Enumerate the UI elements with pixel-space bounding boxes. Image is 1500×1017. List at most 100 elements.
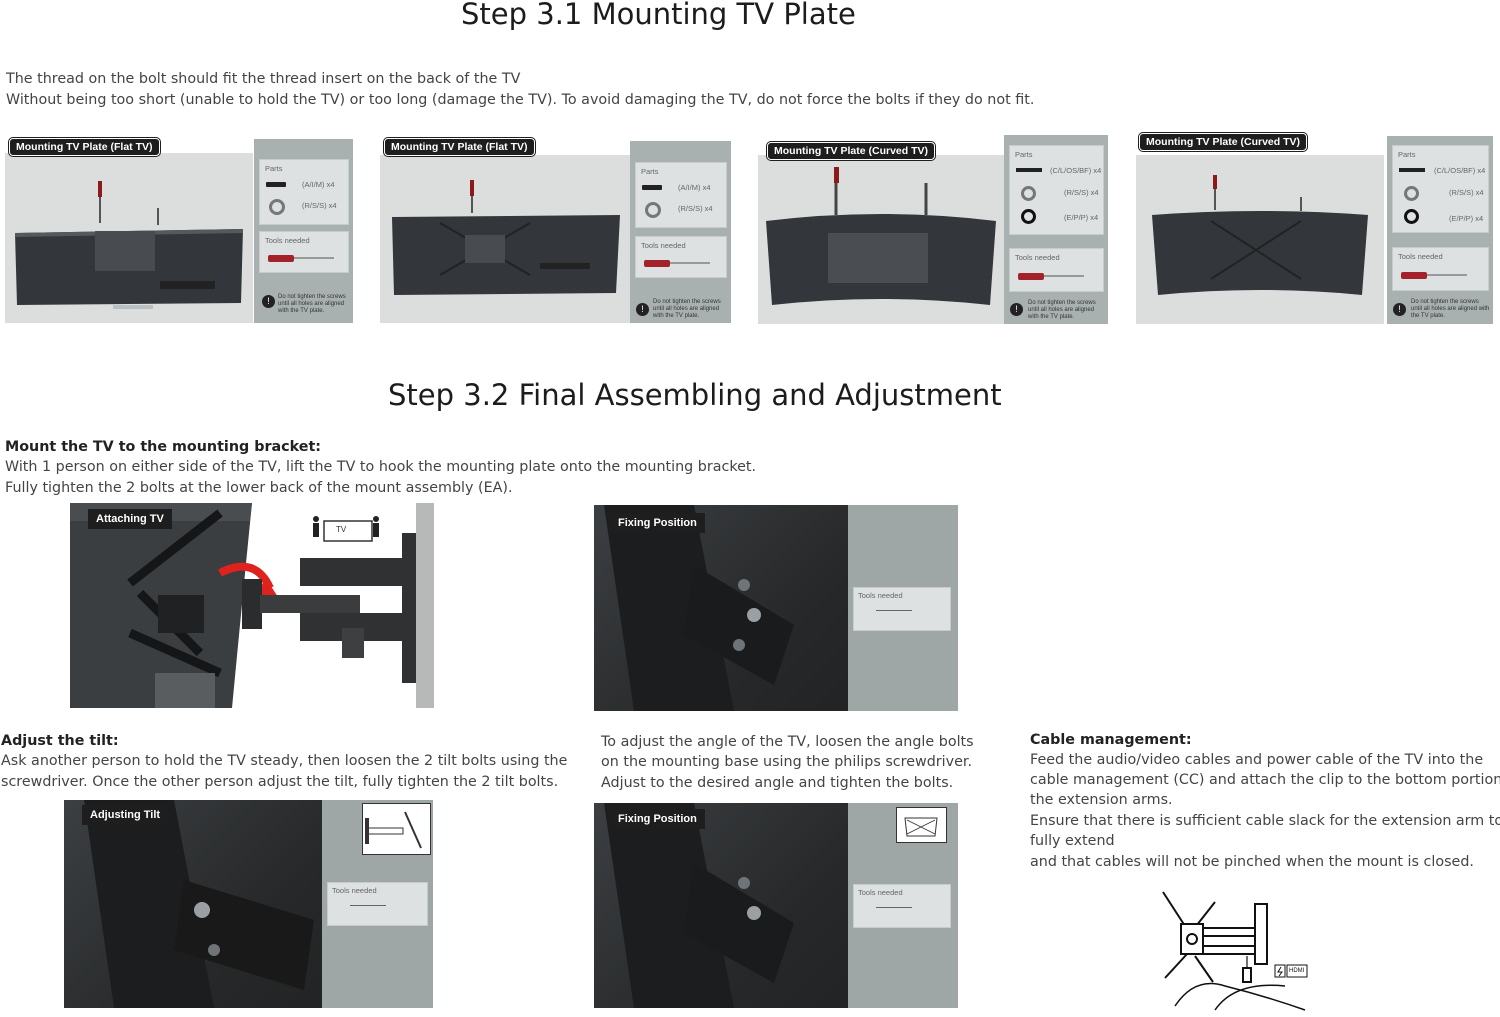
parts-card: Parts (C/L/OS/BF) x4 (R/S/S) x4 (E/P/P) … <box>1009 145 1104 235</box>
tilt-line-1: Ask another person to hold the TV steady… <box>1 753 568 769</box>
cable-line-5: fully extend <box>1030 833 1115 849</box>
cable-line-6: and that cables will not be pinched when… <box>1030 854 1474 870</box>
washer-icon <box>1404 186 1419 201</box>
tools-title: Tools needed <box>265 236 310 245</box>
tools-card: Tools needed <box>1392 247 1489 291</box>
nut-icon <box>1021 209 1036 224</box>
part-label: (A/I/M) x4 <box>302 180 335 189</box>
screwdriver-icon <box>876 907 912 908</box>
screwdriver-icon <box>1401 272 1427 279</box>
note-text: Do not tighten the screws until all hole… <box>1411 299 1490 319</box>
cable-diagram-illustration <box>1162 891 1308 1011</box>
tilt-diagram-icon <box>362 803 431 855</box>
panel-label: Mounting TV Plate (Curved TV) <box>1139 133 1307 151</box>
angle-line-2: on the mounting base using the philips s… <box>601 754 972 770</box>
screwdriver-icon <box>268 255 294 262</box>
parts-title: Parts <box>1398 150 1416 159</box>
fixing-position-image-1: Tools needed Fixing Position <box>594 505 958 711</box>
screwdriver-icon <box>644 260 670 267</box>
part-label: (C/L/OS/BF) x4 <box>1050 166 1102 175</box>
tools-card: Tools needed <box>853 587 951 631</box>
tools-card: Tools needed <box>327 882 428 926</box>
curved-tv-illustration <box>766 167 996 305</box>
angle-line-3: Adjust to the desired angle and tighten … <box>601 775 954 791</box>
warning-icon: ! <box>1010 303 1023 316</box>
tools-title: Tools needed <box>858 591 903 600</box>
warning-icon: ! <box>262 295 275 308</box>
cable-heading: Cable management: <box>1030 732 1192 748</box>
step-3-2-title: Step 3.2 Final Assembling and Adjustment <box>388 378 1002 412</box>
mounting-panel-curved-1: Parts (C/L/OS/BF) x4 (R/S/S) x4 (E/P/P) … <box>758 135 1110 324</box>
mounting-panel-curved-2: Parts (C/L/OS/BF) x4 (R/S/S) x4 (E/P/P) … <box>1136 133 1493 324</box>
intro-line-1: The thread on the bolt should fit the th… <box>6 71 521 87</box>
part-label: (E/P/P) x4 <box>1449 214 1484 223</box>
parts-card: Parts (A/I/M) x4 (R/S/S) x4 <box>259 159 349 225</box>
tools-card: Tools needed <box>853 884 951 928</box>
cable-line-1: Feed the audio/video cables and power ca… <box>1030 752 1484 768</box>
screwdriver-icon <box>876 610 912 611</box>
adjusting-tilt-image: Tools needed Adjusting Tilt <box>64 800 433 1008</box>
part-label: (R/S/S) x4 <box>1064 188 1099 197</box>
tilt-heading: Adjust the tilt: <box>1 733 119 749</box>
note-text: Do not tighten the screws until all hole… <box>278 294 346 314</box>
tools-title: Tools needed <box>641 241 686 250</box>
note-text: Do not tighten the screws until all hole… <box>653 299 721 319</box>
parts-card: Parts (C/L/OS/BF) x4 (R/S/S) x4 (E/P/P) … <box>1392 145 1489 233</box>
washer-icon <box>1021 186 1036 201</box>
bolt-icon <box>1399 168 1425 172</box>
tilt-photo <box>84 800 314 1008</box>
nut-icon <box>1404 209 1419 224</box>
tools-title: Tools needed <box>858 888 903 897</box>
step-3-1-title: Step 3.1 Mounting TV Plate <box>461 0 856 31</box>
angle-diagram-icon <box>896 807 947 843</box>
washer-icon <box>645 202 661 218</box>
screwdriver-icon <box>1018 273 1044 280</box>
mount-heading: Mount the TV to the mounting bracket: <box>5 439 321 455</box>
cable-line-3: the extension arms. <box>1030 792 1173 808</box>
curved-tv-illustration <box>1152 175 1368 295</box>
panel-label: Mounting TV Plate (Flat TV) <box>9 138 160 156</box>
part-label: (R/S/S) x4 <box>1449 188 1484 197</box>
attaching-tv-image: TV Attaching TV <box>70 503 434 708</box>
parts-title: Parts <box>265 164 283 173</box>
tools-card: Tools needed <box>635 236 727 278</box>
mount-line-1: With 1 person on either side of the TV, … <box>5 459 757 475</box>
tv-box-label: TV <box>336 525 347 534</box>
attaching-tv-label: Attaching TV <box>88 509 172 529</box>
mount-line-2: Fully tighten the 2 bolts at the lower b… <box>5 480 513 496</box>
bolt-icon <box>1016 168 1042 172</box>
bracket-photo <box>604 803 794 1008</box>
bolt-icon <box>642 185 662 190</box>
panel-label: Mounting TV Plate (Curved TV) <box>767 142 935 160</box>
flat-tv-illustration <box>15 181 243 309</box>
tools-card: Tools needed <box>1009 248 1104 292</box>
cable-line-2: cable management (CC) and attach the cli… <box>1030 772 1500 788</box>
flat-tv-illustration <box>392 180 620 295</box>
bracket-photo <box>604 505 794 711</box>
warning-icon: ! <box>636 303 649 316</box>
tools-title: Tools needed <box>332 886 377 895</box>
tilt-line-2: screwdriver. Once the other person adjus… <box>1 774 559 790</box>
tools-title: Tools needed <box>1398 252 1443 261</box>
fixing-position-image-2: Tools needed Fixing Position <box>594 803 958 1008</box>
tools-title: Tools needed <box>1015 253 1060 262</box>
screwdriver-icon <box>350 905 386 906</box>
intro-line-2: Without being too short (unable to hold … <box>6 92 1035 108</box>
bolt-icon <box>266 182 286 187</box>
parts-title: Parts <box>1015 150 1033 159</box>
warning-icon: ! <box>1393 303 1406 316</box>
angle-line-1: To adjust the angle of the TV, loosen th… <box>601 734 974 750</box>
cable-line-4: Ensure that there is sufficient cable sl… <box>1030 813 1500 829</box>
attaching-tv-illustration <box>70 503 434 708</box>
parts-title: Parts <box>641 167 659 176</box>
mounting-panel-flat-1: Parts (A/I/M) x4 (R/S/S) x4 Tools needed… <box>5 137 353 323</box>
tools-card: Tools needed <box>259 231 349 273</box>
hdmi-label: HDMI <box>1289 968 1305 974</box>
mounting-panel-flat-2: Parts (A/I/M) x4 (R/S/S) x4 Tools needed… <box>380 137 732 323</box>
adjusting-tilt-label: Adjusting Tilt <box>82 805 169 825</box>
part-label: (A/I/M) x4 <box>678 183 711 192</box>
cable-management-diagram: HDMI <box>1155 886 1315 1012</box>
washer-icon <box>269 199 285 215</box>
part-label: (R/S/S) x4 <box>678 204 713 213</box>
panel-label: Mounting TV Plate (Flat TV) <box>384 138 535 156</box>
